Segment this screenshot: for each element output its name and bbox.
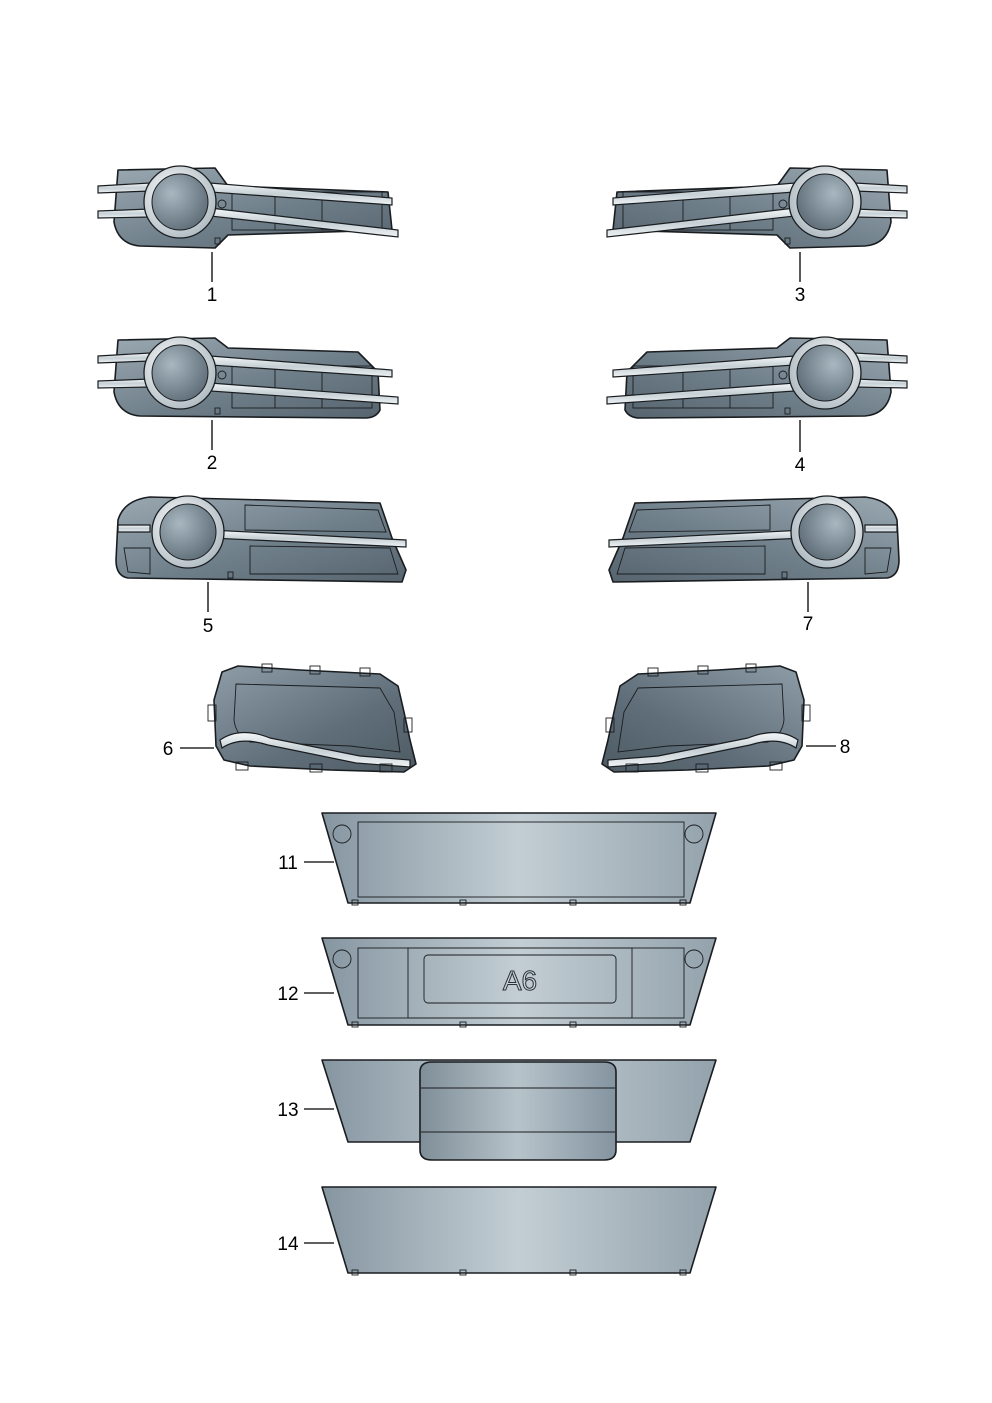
callout-2: 2 [207,453,218,474]
callout-11: 11 [278,853,298,874]
callout-14: 14 [277,1234,299,1255]
part-1-left-grille [97,165,399,249]
callout-6: 6 [163,739,174,760]
emblem-text: A6 [503,965,537,996]
callout-4: 4 [795,455,806,476]
part-6-left-housing [207,663,417,773]
callout-3: 3 [795,285,806,306]
part-13-cover-insert [321,1059,717,1161]
callout-7: 7 [803,614,814,635]
callout-5: 5 [203,616,214,637]
callout-labels: 1 2 3 4 5 6 7 8 11 12 13 14 [163,285,851,1255]
part-12-cover-plate-emblem: A6 [321,937,717,1028]
part-3-right-grille [606,165,908,249]
part-5-left-frame-grille [115,495,407,583]
callout-13: 13 [277,1100,298,1121]
part-7-right-frame-grille [608,495,900,583]
part-8-right-housing [601,663,811,773]
part-11-cover-plate [321,812,717,906]
callout-8: 8 [840,737,851,758]
part-4-right-grille [606,336,908,419]
callout-12: 12 [277,984,298,1005]
callout-1: 1 [207,285,218,306]
leader-lines [180,252,836,1244]
part-2-left-grille [97,336,399,419]
part-14-cover-plain [321,1186,717,1276]
